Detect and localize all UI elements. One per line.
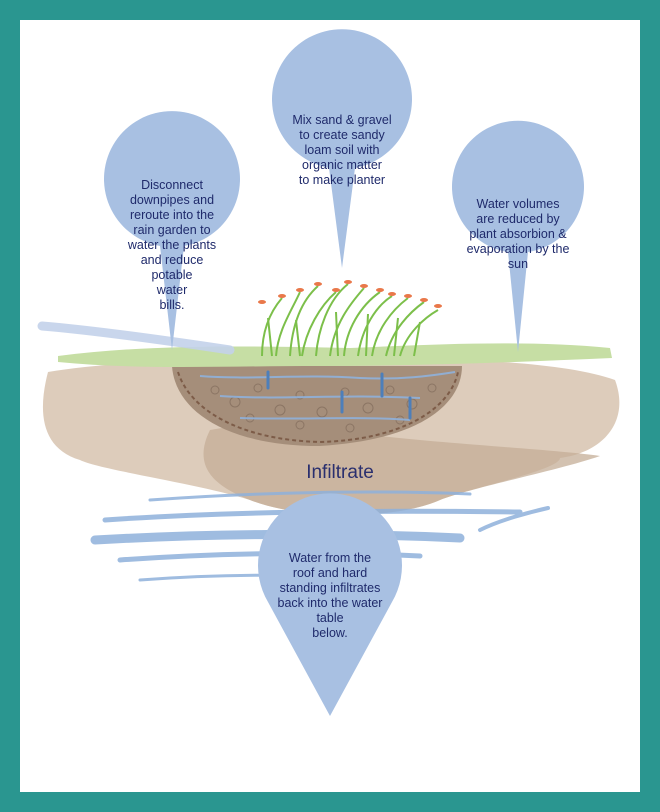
pin-text-soil-mix: Mix sand & gravel to create sandy loam s… <box>292 113 392 187</box>
plants <box>261 283 439 357</box>
pin-text-evaporation: Water volumes are reduced by plant absor… <box>466 197 570 271</box>
pin-evaporation <box>452 120 585 353</box>
water-drips <box>266 370 412 420</box>
pin-water-table <box>258 493 402 716</box>
pin-soil-mix <box>272 29 413 268</box>
pin-text-water-table: Water from the roof and hard standing in… <box>277 551 383 640</box>
ground-surface <box>58 343 612 367</box>
infiltration-streaks <box>199 371 456 421</box>
pin-downpipes <box>104 111 240 350</box>
downpipe <box>37 321 235 355</box>
plant-seed-heads <box>258 280 442 308</box>
basin-outline <box>177 371 459 444</box>
infiltrate-label: Infiltrate <box>306 462 374 483</box>
pin-text-downpipes: Disconnect downpipes and reroute into th… <box>127 178 217 312</box>
